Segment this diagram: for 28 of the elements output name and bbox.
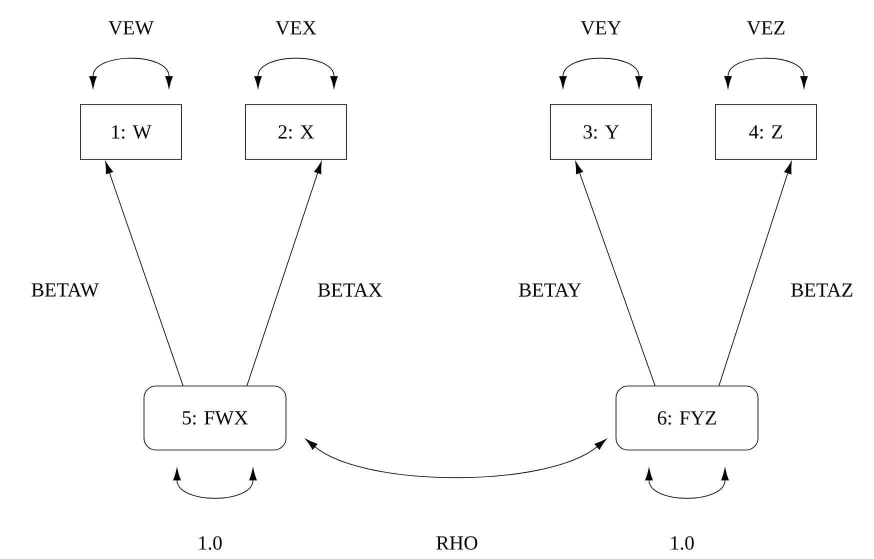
arrow [724,58,808,88]
variable-box: 4: Z [715,104,817,160]
edge-label: BETAY [518,283,582,297]
edge-label: BETAZ [791,283,852,297]
arrow [575,162,656,386]
arrow [306,438,606,478]
edge-label: VEY [580,21,622,35]
edge-label: VEZ [746,21,784,35]
edge-label: VEW [108,21,154,35]
variable-box: 3: Y [550,104,652,160]
edge-label: BETAW [32,283,99,297]
edge-label: 1.0 [199,536,222,550]
rounded-box: 5: FWX [144,386,286,450]
arrow [246,162,322,386]
arrow [89,58,173,88]
arrow [559,58,643,88]
rounded-box: 6: FYZ [616,386,758,450]
edge-label: RHO [436,536,478,550]
edge-label: VEX [276,21,316,35]
arrow [105,162,184,386]
arrow [718,162,792,386]
variable-box: 2: X [245,104,347,160]
edge-label: 1.0 [671,536,694,550]
arrow [254,58,338,88]
arrow [173,468,257,499]
variable-box: 1: W [80,104,182,160]
edge-label: BETAX [318,283,382,297]
arrow [645,468,729,499]
